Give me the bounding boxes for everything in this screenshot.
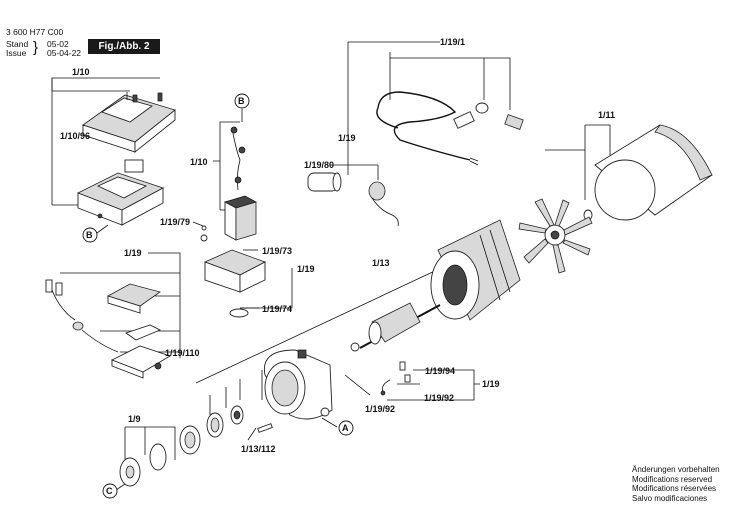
label-1-19-73: 1/19/73	[262, 246, 293, 256]
label-1-19-1: 1/19/1	[440, 37, 466, 47]
label-1-10-mid: 1/10	[190, 157, 208, 167]
fan	[518, 198, 593, 274]
capacitor-box	[200, 126, 266, 318]
rotor	[350, 302, 441, 352]
label-1-13-112: 1/13/112	[241, 444, 276, 454]
end-shield	[263, 349, 333, 420]
motor-housing-can	[583, 124, 713, 221]
terminal-assembly	[45, 279, 172, 379]
label-1-13: 1/13	[372, 258, 390, 268]
label-1-19-left: 1/19	[124, 248, 142, 258]
note-de: Änderungen vorbehalten	[632, 465, 720, 474]
label-1-19-94: 1/19/94	[425, 366, 456, 376]
label-1-19-far: 1/19	[482, 379, 500, 389]
power-cable	[376, 91, 524, 166]
label-1-19-92-b: 1/19/92	[365, 404, 396, 414]
marker-a	[338, 420, 354, 436]
brushes	[380, 361, 411, 396]
switch-box-base	[77, 159, 165, 226]
marker-c-letter: C	[106, 486, 113, 496]
label-1-19-right: 1/19	[297, 264, 315, 274]
marker-b-left	[82, 227, 98, 243]
figure-label: Fig./Abb. 2	[88, 39, 160, 54]
stator	[430, 219, 521, 321]
marker-a-letter: A	[342, 423, 349, 433]
note-es: Salvo modificaciones	[632, 493, 708, 503]
label-1-10-96: 1/10/96	[60, 131, 91, 141]
capacitor	[307, 172, 399, 227]
marker-b-top	[234, 93, 250, 109]
label-1-10-top: 1/10	[72, 67, 90, 77]
label-1-19-92-a: 1/19/92	[424, 393, 455, 403]
label-1-11: 1/11	[598, 110, 616, 120]
switch-box-cover	[82, 92, 176, 153]
header-brace: }	[33, 39, 39, 56]
stand-label: Stand	[6, 39, 29, 49]
marker-b-top-letter: B	[238, 96, 245, 106]
label-1-19-80: 1/19/80	[304, 160, 335, 170]
label-1-9: 1/9	[128, 414, 141, 424]
label-1-19-110: 1/19/110	[165, 348, 200, 358]
issue-label: Issue	[6, 48, 27, 58]
label-1-19-top: 1/19	[338, 133, 356, 143]
modification-notes: Änderungen vorbehalten Modifications res…	[632, 465, 720, 503]
issue-value: 05-04-22	[47, 48, 82, 58]
document-number: 3 600 H77 C00	[6, 27, 64, 37]
bearings	[119, 405, 273, 487]
marker-c	[102, 483, 118, 499]
label-1-19-74: 1/19/74	[262, 304, 293, 314]
note-fr: Modifications réservées	[632, 484, 717, 494]
stand-value: 05-02	[47, 39, 69, 49]
label-1-19-79: 1/19/79	[160, 217, 191, 227]
note-en: Modifications reserved	[632, 474, 713, 484]
marker-b-left-letter: B	[86, 230, 93, 240]
